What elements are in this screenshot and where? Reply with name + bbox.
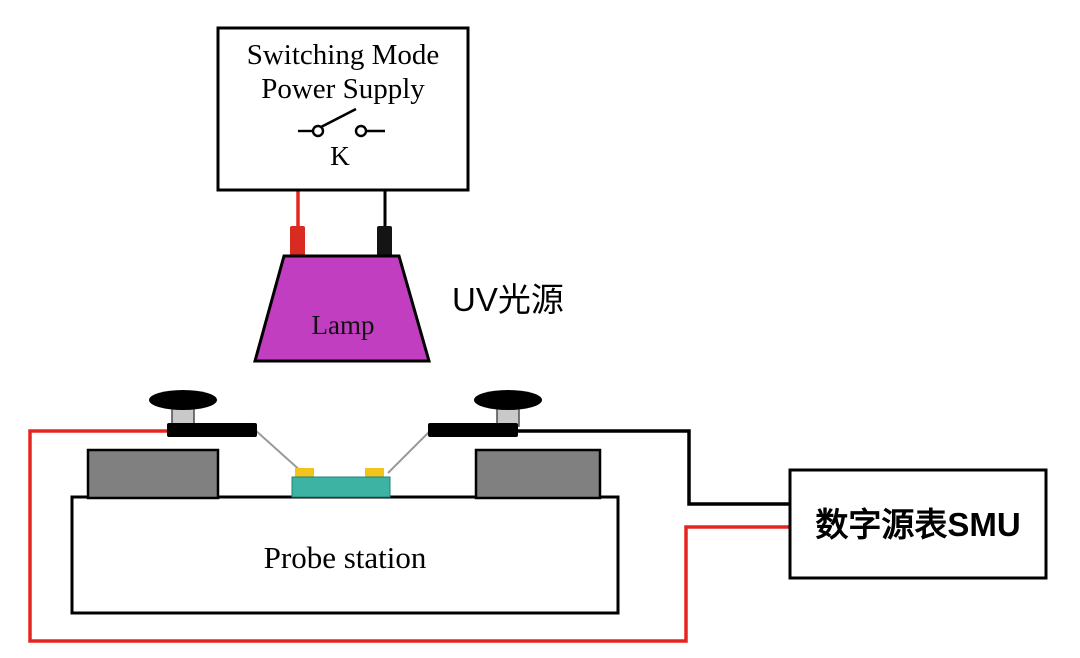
power-supply-box (216, 26, 470, 192)
switch-label: K (330, 141, 350, 171)
lamp-label: Lamp (312, 310, 375, 340)
smu-label: 数字源表SMU (815, 506, 1020, 543)
right-probe-knob-icon (474, 390, 542, 410)
left-positioner-block (86, 448, 220, 500)
right-probe-needle (387, 428, 433, 474)
right-probe-manipulator (428, 390, 542, 437)
left-probe-knob-icon (149, 390, 217, 410)
red-wire-smu-loop (28, 429, 790, 643)
lamp-trapezoid (253, 254, 431, 363)
sample-contact-right (365, 468, 384, 479)
smu-box (788, 468, 1048, 580)
switch-contact-right-icon (354, 124, 368, 138)
power-supply-label-line2: Power Supply (261, 73, 425, 105)
probe-station-box (70, 495, 620, 615)
switch-symbol (298, 107, 385, 138)
left-probe-needle (253, 428, 304, 474)
probe-station-label: Probe station (264, 540, 427, 575)
switch-contact-left-icon (311, 124, 325, 138)
right-probe-arm (428, 423, 518, 437)
switch-lever (320, 107, 357, 129)
left-probe-arm (167, 423, 257, 437)
sample-contact-left (295, 468, 314, 479)
left-probe-manipulator (149, 390, 257, 437)
sample-substrate (291, 476, 391, 498)
uv-source-annotation: UV光源 (452, 281, 564, 318)
right-positioner-block (474, 448, 602, 500)
lamp-connector-red (290, 226, 305, 257)
black-wire-smu (512, 429, 790, 506)
lamp-connector-black (377, 226, 392, 257)
power-supply-label-line1: Switching Mode (247, 39, 440, 71)
